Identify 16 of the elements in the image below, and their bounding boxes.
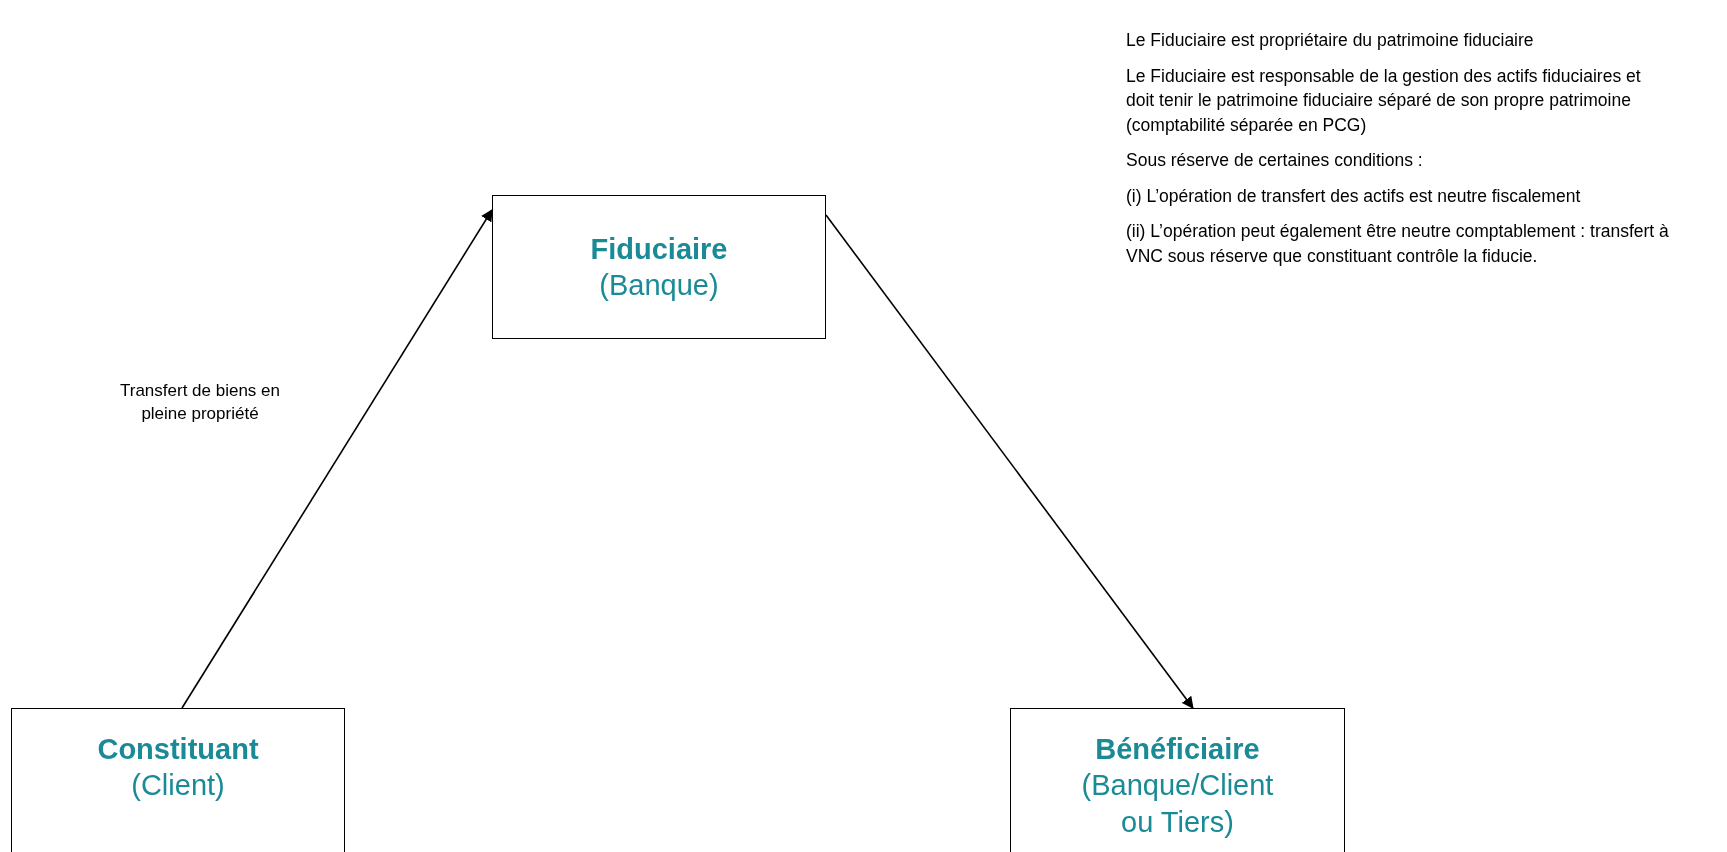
arrow — [181, 208, 493, 709]
entity-name: Bénéficiaire — [1095, 732, 1260, 767]
entity-role: (Client) — [131, 768, 225, 804]
entity-name: Constituant — [97, 732, 259, 767]
entity-name: Fiduciaire — [590, 231, 728, 267]
note-text: Le Fiduciaire est propriétaire du patrimoine fiduciaire — [1126, 29, 1535, 52]
arrow — [825, 214, 1194, 709]
entity-box — [492, 195, 826, 339]
entity-role: (Banque/Client ou Tiers) — [1080, 768, 1275, 840]
note-text: Le Fiduciaire est responsable de la gestion des actifs fiduciaires et doit tenir le patrimoine fiduciaire séparé de son propre patrimoine (comptabilité séparée en PCG) — [1126, 64, 1642, 137]
entity-box — [11, 708, 345, 852]
entity-role: (Banque) — [599, 268, 719, 303]
note-text: Sous réserve de certaines conditions : — [1126, 149, 1424, 172]
note-text: (i) L’opération de transfert des actifs est neutre fiscalement — [1126, 184, 1582, 208]
entity-box — [1010, 708, 1345, 852]
note-text: (ii) L’opération peut également être neutre comptablement : transfert à VNC sous réserve que constituant contrôle la fiducie. — [1126, 220, 1670, 268]
